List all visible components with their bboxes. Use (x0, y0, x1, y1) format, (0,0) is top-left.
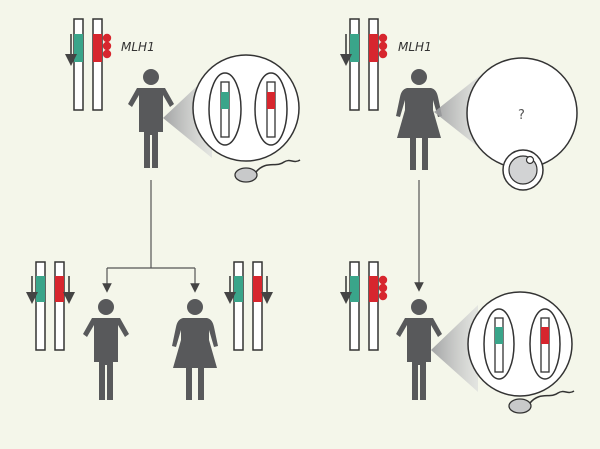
male-figure-icon (83, 299, 129, 400)
egg-cell-icon (502, 149, 544, 191)
unknown-marker: ? (518, 108, 525, 123)
chromosome-pair-son (26, 261, 75, 351)
chromosome-pair-mother (340, 18, 388, 111)
gene-label-left: MLH1 (121, 40, 155, 54)
sperm-chromosome-callout (192, 54, 300, 162)
sperm-cell-icon (508, 390, 575, 414)
male-figure-icon (396, 299, 442, 400)
male-figure-icon (128, 69, 174, 168)
chromosome-pair-son-right (340, 261, 388, 351)
sperm-chromosome-callout-son (467, 291, 573, 397)
chromosome-pair-daughter (224, 261, 273, 351)
gene-label-right: MLH1 (398, 40, 432, 54)
methylation-marks-icon (378, 33, 388, 59)
methylation-marks-icon (102, 33, 112, 59)
female-figure-icon (172, 299, 218, 400)
callout-cone-bottom (431, 305, 478, 392)
methylation-marks-icon (378, 275, 388, 301)
female-figure-icon (396, 69, 442, 170)
sperm-cell-icon (234, 159, 301, 183)
chromosome-pair-father (65, 18, 112, 111)
